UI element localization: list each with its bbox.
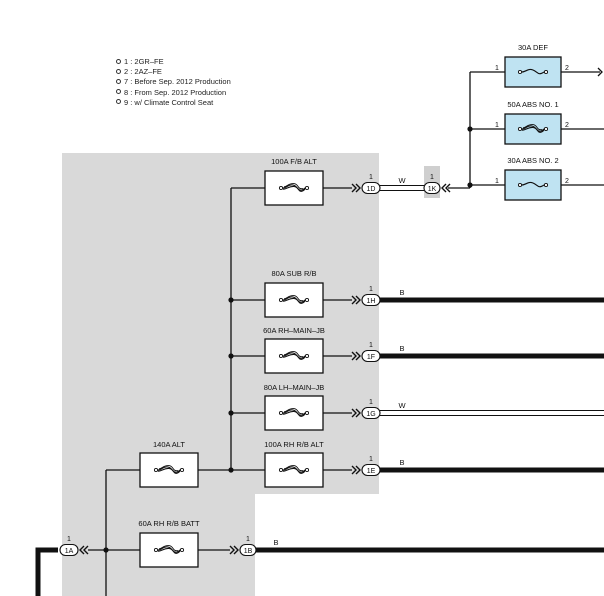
- fuse-lh-main-jb: 80A LH–MAIN–JB: [264, 383, 324, 431]
- pin-label: 1: [430, 174, 434, 181]
- fuse-label: 100A RH R/B ALT: [264, 440, 324, 449]
- fuse-label: 30A ABS NO. 2: [507, 156, 558, 165]
- connector-1g: 1G 1 W: [351, 399, 406, 420]
- fuse-fb-alt: 100A F/B ALT: [264, 157, 324, 206]
- connector-1e: 1E 1 B: [351, 456, 405, 477]
- pin-label: 1: [369, 399, 373, 406]
- connector-1b: 1B 1 B: [229, 536, 279, 557]
- fuse-abs-1: 50A ABS NO. 1 1 2: [495, 100, 569, 145]
- pin-label: 1: [495, 178, 499, 185]
- pin-label: 1: [67, 536, 71, 543]
- external-wires: [35, 184, 604, 596]
- fuse-abs-2: 30A ABS NO. 2 1 2: [495, 156, 569, 201]
- fuse-rh-main-jb: 60A RH–MAIN–JB: [263, 326, 325, 374]
- fuse-label: 140A ALT: [153, 440, 185, 449]
- junction-block-shade: [62, 153, 379, 596]
- connector-label: 1H: [367, 298, 376, 305]
- connector-label: 1A: [65, 548, 74, 555]
- pin-label: 2: [565, 178, 569, 185]
- pin-label: 1: [369, 456, 373, 463]
- connector-1k: 1K 1: [423, 166, 451, 198]
- notes-legend: 1 : 2GR–FE 2 : 2AZ–FE 7 : Before Sep. 20…: [116, 57, 231, 108]
- junction-dots: [103, 126, 473, 553]
- fuse-sub-rb: 80A SUB R/B: [264, 269, 324, 318]
- note-item: 8 : From Sep. 2012 Production: [116, 88, 231, 98]
- fuse-label: 50A ABS NO. 1: [507, 100, 558, 109]
- note-item: 2 : 2AZ–FE: [116, 67, 231, 77]
- fuse-label: 60A RH R/B BATT: [138, 519, 200, 528]
- fuse-label: 100A F/B ALT: [271, 157, 317, 166]
- pin-label: 2: [565, 65, 569, 72]
- wire-color-label: W: [398, 176, 406, 185]
- pin-label: 1: [369, 342, 373, 349]
- pin-label: 1: [495, 65, 499, 72]
- fuse-140a-alt: 140A ALT: [139, 440, 199, 488]
- wire-bus: [88, 187, 352, 596]
- connector-1h: 1H 1 B: [351, 286, 405, 307]
- connector-1a: 1A 1: [59, 536, 89, 557]
- fuse-label: 80A LH–MAIN–JB: [264, 383, 324, 392]
- connector-1d: 1D 1 W: [351, 174, 406, 195]
- connector-label: 1F: [367, 354, 375, 361]
- pin-label: 1: [246, 536, 250, 543]
- fuse-rh-rb-alt: 100A RH R/B ALT: [264, 440, 324, 488]
- pin-label: 1: [369, 174, 373, 181]
- wire-color-label: B: [399, 458, 404, 467]
- wire-color-label: B: [273, 538, 278, 547]
- connector-1f: 1F 1 B: [351, 342, 405, 363]
- pin-label: 2: [565, 122, 569, 129]
- fuse-label: 60A RH–MAIN–JB: [263, 326, 325, 335]
- connector-label: 1K: [428, 186, 437, 193]
- pin-label: 1: [369, 286, 373, 293]
- connector-label: 1B: [244, 548, 253, 555]
- fuse-label: 80A SUB R/B: [271, 269, 316, 278]
- pin-label: 1: [495, 122, 499, 129]
- note-item: 7 : Before Sep. 2012 Production: [116, 77, 231, 87]
- wire-color-label: W: [398, 401, 406, 410]
- note-item: 1 : 2GR–FE: [116, 57, 231, 67]
- arrow-right-icon: [597, 67, 603, 77]
- note-item: 9 : w/ Climate Control Seat: [116, 98, 231, 108]
- fuse-def: 30A DEF 1 2: [495, 43, 569, 88]
- wire-color-label: B: [399, 344, 404, 353]
- wire-color-label: B: [399, 288, 404, 297]
- connector-label: 1G: [366, 411, 375, 418]
- fuse-rh-rb-batt: 60A RH R/B BATT: [138, 519, 200, 568]
- fuse-label: 30A DEF: [518, 43, 548, 52]
- connector-label: 1E: [367, 468, 376, 475]
- connector-label: 1D: [367, 186, 376, 193]
